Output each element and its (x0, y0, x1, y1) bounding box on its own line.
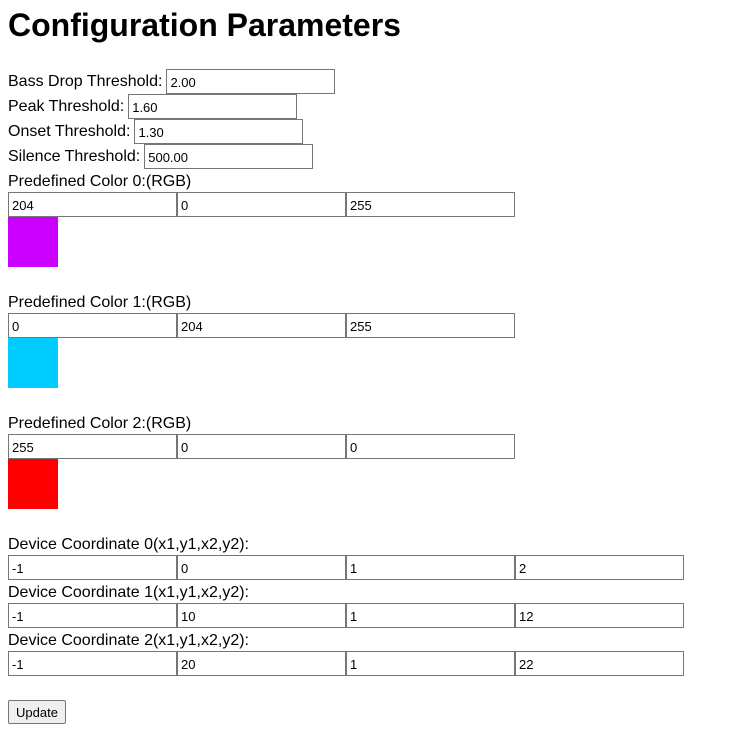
coordinate-1-y2-input[interactable] (515, 603, 684, 628)
coordinate-1-x1-input[interactable] (8, 603, 177, 628)
coordinate-0-x1-input[interactable] (8, 555, 177, 580)
coordinate-1-inputs (8, 603, 684, 628)
color-2-swatch (8, 459, 58, 509)
color-2-b-input[interactable] (346, 434, 515, 459)
coordinate-2-x1-input[interactable] (8, 651, 177, 676)
color-0-label: Predefined Color 0:(RGB) (8, 173, 192, 190)
coordinate-2-y2-input[interactable] (515, 651, 684, 676)
color-1-b-input[interactable] (346, 313, 515, 338)
onset-threshold-row: Onset Threshold: (8, 119, 304, 144)
color-1-label: Predefined Color 1:(RGB) (8, 294, 192, 311)
color-2-g-input[interactable] (177, 434, 346, 459)
silence-threshold-input[interactable] (144, 144, 314, 169)
coordinate-1-x2-input[interactable] (346, 603, 515, 628)
peak-threshold-label: Peak Threshold: (8, 97, 125, 115)
peak-threshold-input[interactable] (128, 94, 298, 119)
coordinate-1-y1-input[interactable] (177, 603, 346, 628)
coordinate-2-inputs (8, 651, 684, 676)
color-2-inputs (8, 434, 515, 459)
coordinate-0-y2-input[interactable] (515, 555, 684, 580)
color-0-g-input[interactable] (177, 192, 346, 217)
color-1-g-input[interactable] (177, 313, 346, 338)
update-button[interactable]: Update (8, 700, 66, 724)
color-0-inputs (8, 192, 515, 217)
coordinate-0-inputs (8, 555, 684, 580)
coordinate-0-y1-input[interactable] (177, 555, 346, 580)
color-1-r-input[interactable] (8, 313, 177, 338)
page-title: Configuration Parameters (8, 7, 401, 43)
silence-threshold-label: Silence Threshold: (8, 147, 141, 165)
coordinate-2-x2-input[interactable] (346, 651, 515, 676)
bass-drop-threshold-row: Bass Drop Threshold: (8, 69, 336, 94)
color-0-b-input[interactable] (346, 192, 515, 217)
onset-threshold-input[interactable] (134, 119, 304, 144)
coordinate-2-y1-input[interactable] (177, 651, 346, 676)
bass-drop-threshold-label: Bass Drop Threshold: (8, 72, 163, 90)
peak-threshold-row: Peak Threshold: (8, 94, 298, 119)
color-0-swatch (8, 217, 58, 267)
onset-threshold-label: Onset Threshold: (8, 122, 131, 140)
coordinate-2-label: Device Coordinate 2(x1,y1,x2,y2): (8, 632, 249, 649)
bass-drop-threshold-input[interactable] (166, 69, 336, 94)
color-0-r-input[interactable] (8, 192, 177, 217)
coordinate-0-label: Device Coordinate 0(x1,y1,x2,y2): (8, 536, 249, 553)
coordinate-1-label: Device Coordinate 1(x1,y1,x2,y2): (8, 584, 249, 601)
silence-threshold-row: Silence Threshold: (8, 144, 314, 169)
coordinate-0-x2-input[interactable] (346, 555, 515, 580)
color-1-swatch (8, 338, 58, 388)
color-2-r-input[interactable] (8, 434, 177, 459)
color-1-inputs (8, 313, 515, 338)
color-2-label: Predefined Color 2:(RGB) (8, 415, 192, 432)
